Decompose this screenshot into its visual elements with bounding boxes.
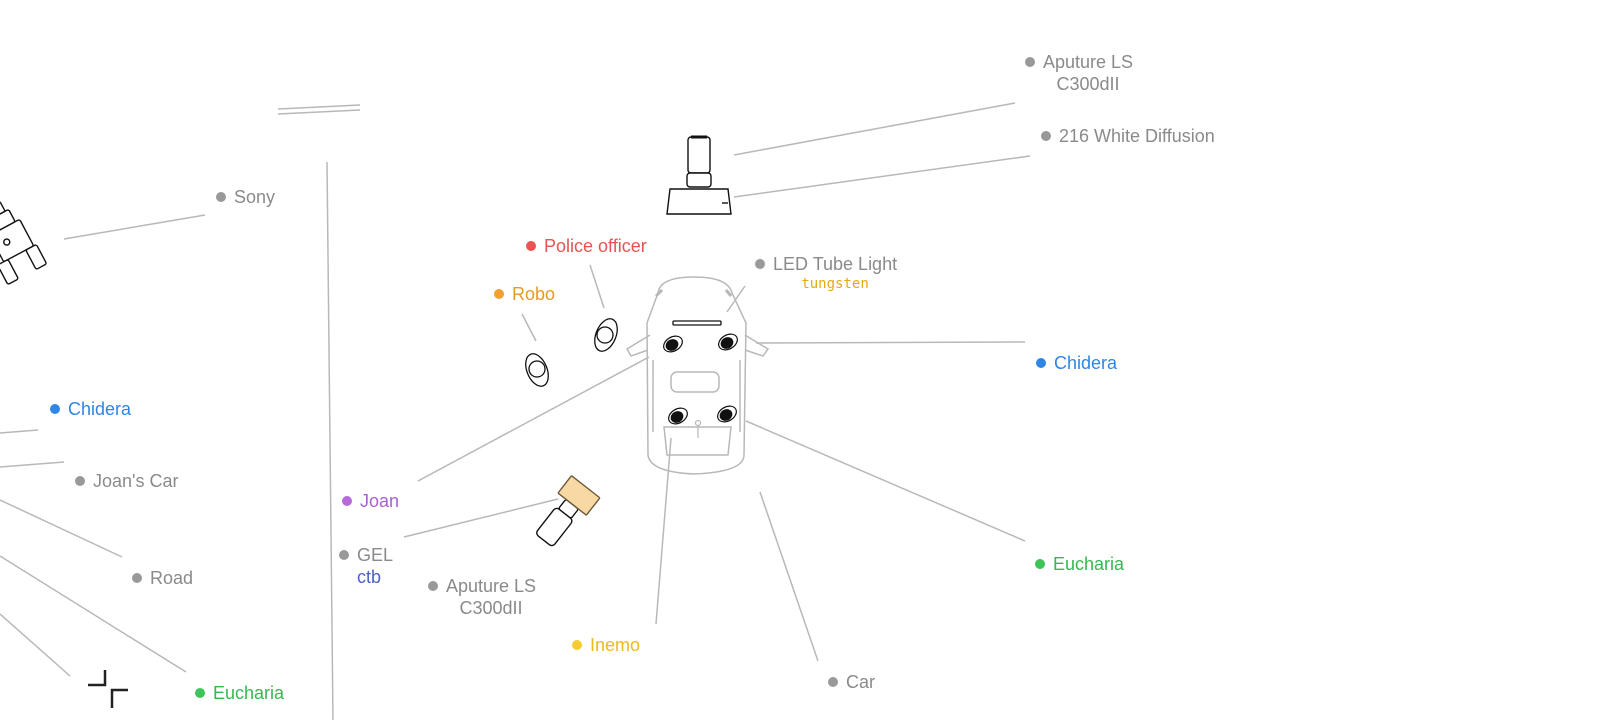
label-gel: GEL ctb [339, 544, 393, 588]
label-dot [428, 581, 438, 591]
label-text: Chidera [68, 399, 132, 419]
tube-light-icon [672, 320, 722, 326]
label-dot [216, 192, 226, 202]
label-dot [494, 289, 504, 299]
label-joans-car: Joan's Car [75, 470, 178, 492]
label-subtext: ctb [357, 567, 382, 587]
label-text: Sony [234, 187, 276, 207]
label-robo: Robo [494, 283, 555, 305]
car-icon[interactable] [625, 276, 770, 475]
label-subtext: tungsten [801, 276, 869, 292]
light-panel-icon[interactable] [530, 475, 601, 552]
label-dot [195, 688, 205, 698]
label-dot [1035, 559, 1045, 569]
label-inemo: Inemo [572, 634, 640, 656]
label-aputure-top: Aputure LS C300dII [1025, 51, 1133, 95]
person-icon [663, 333, 738, 438]
label-text: Eucharia [1053, 554, 1125, 574]
label-dot [526, 241, 536, 251]
label-text: Inemo [590, 635, 641, 655]
label-chidera-left: Chidera [50, 398, 131, 420]
label-text: Aputure LS [446, 576, 537, 596]
label-aputure-bottom: Aputure LS C300dII [428, 575, 536, 619]
label-text: Robo [512, 284, 556, 304]
label-text: Chidera [1054, 353, 1118, 373]
label-road: Road [132, 567, 193, 589]
label-text: C300dII [1056, 74, 1120, 94]
label-text: LED Tube Light [773, 254, 898, 274]
viewfinder-corner-icon [88, 670, 128, 708]
label-dot [75, 476, 85, 486]
label-text: GEL [357, 545, 394, 565]
label-dot [339, 550, 349, 560]
label-sony: Sony [216, 186, 275, 208]
leader-lines [0, 102, 1031, 720]
camera-icon[interactable] [0, 197, 47, 285]
label-chidera-right: Chidera [1036, 352, 1117, 374]
label-text: 216 White Diffusion [1059, 126, 1215, 146]
label-dot [1036, 358, 1046, 368]
label-dot [50, 404, 60, 414]
label-text: Police officer [544, 236, 647, 256]
label-eucharia-right: Eucharia [1035, 553, 1124, 575]
label-dot [1025, 57, 1035, 67]
label-text: C300dII [459, 598, 523, 618]
label-dot [1041, 131, 1051, 141]
label-dot [132, 573, 142, 583]
label-diffusion: 216 White Diffusion [1041, 125, 1215, 147]
label-police-officer: Police officer [526, 235, 647, 257]
label-joan: Joan [342, 490, 399, 512]
person-icon[interactable] [521, 315, 621, 389]
label-dot [828, 677, 838, 687]
label-text: Joan [360, 491, 400, 511]
label-dot [342, 496, 352, 506]
label-text: Aputure LS [1043, 52, 1134, 72]
label-dot [572, 640, 582, 650]
light-stand-icon[interactable] [666, 135, 732, 215]
label-led-tube-light: LED Tube Light tungsten [755, 253, 897, 293]
label-eucharia-left: Eucharia [195, 682, 284, 704]
label-text: Joan's Car [93, 471, 179, 491]
label-text: Road [150, 568, 194, 588]
label-text: Eucharia [213, 683, 285, 703]
label-text: Car [846, 672, 876, 692]
label-dot [755, 259, 765, 269]
label-car: Car [828, 671, 875, 693]
